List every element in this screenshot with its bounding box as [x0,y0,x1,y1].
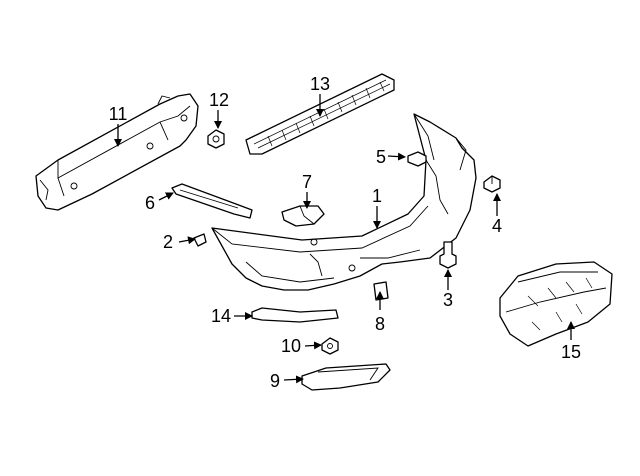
callout-10: 10 [281,336,301,356]
callout-6: 6 [145,193,155,213]
callout-labels: 1 2 3 4 5 6 7 8 9 10 11 12 13 14 15 [109,74,581,391]
part-6-bracket [171,183,253,219]
leader-arrows [114,94,575,384]
part-1-bumper-cover [211,113,477,291]
callout-5: 5 [376,147,386,167]
callout-2: 2 [163,232,173,252]
part-3-bolt [439,241,457,269]
part-10-nut [321,337,339,355]
part-4-bolt [483,175,501,193]
part-2-bolt [193,233,207,247]
callout-8: 8 [375,314,385,334]
callout-9: 9 [270,371,280,391]
callout-12: 12 [209,90,229,110]
arrow-2 [178,236,196,245]
part-7-bracket [281,205,325,227]
callout-13: 13 [310,74,330,94]
callout-7: 7 [302,172,312,192]
part-12-clip [207,129,225,149]
callout-4: 4 [492,216,502,236]
arrow-9 [283,375,304,384]
callout-3: 3 [443,290,453,310]
part-8-plate [373,281,389,301]
callout-14: 14 [211,306,231,326]
arrow-6 [158,192,174,201]
part-5-bolt [407,151,427,167]
part-14-moulding [251,307,339,323]
part-9-reflector [301,363,391,391]
callout-15: 15 [561,342,581,362]
callout-11: 11 [109,104,128,124]
callout-1: 1 [372,186,382,206]
arrow-10 [304,341,322,350]
arrow-5 [387,152,406,161]
part-15-skid-plate [499,261,613,347]
part-11-reinforcement-bar [35,93,199,211]
